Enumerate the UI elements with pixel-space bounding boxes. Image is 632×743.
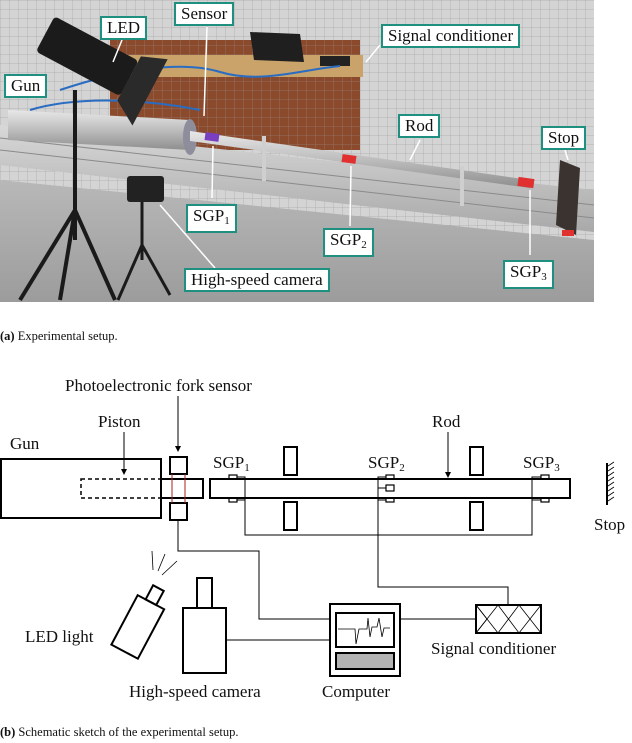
- led-lamp: [37, 17, 168, 126]
- wiring: [177, 476, 541, 641]
- sgp3-marker: [517, 176, 535, 189]
- callout-gun: Gun: [4, 74, 48, 98]
- label-sgp3: SGP3: [523, 453, 560, 474]
- caption-a-label: (a): [0, 329, 15, 343]
- rod: [190, 131, 530, 188]
- caption-b-text: Schematic sketch of the experimental set…: [15, 725, 239, 739]
- label-gun: Gun: [10, 434, 40, 453]
- computer-drive: [335, 652, 395, 670]
- label-computer: Computer: [322, 682, 390, 701]
- rail-track: [0, 125, 594, 232]
- callout-rod: Rod: [398, 114, 441, 138]
- camera-lens: [196, 577, 213, 609]
- caption-a-text: Experimental setup.: [14, 329, 118, 343]
- tripod: [18, 90, 117, 302]
- support-2-top: [469, 446, 484, 476]
- floor: [0, 180, 594, 302]
- label-piston: Piston: [98, 412, 141, 431]
- sgp1-sub: 1: [224, 215, 230, 227]
- piston-protrusion: [160, 478, 204, 499]
- rod-bar: [209, 478, 571, 499]
- label-sgp2: SGP2: [368, 453, 405, 474]
- support-1-bottom: [283, 501, 298, 531]
- callout-sgp2: SGP2: [323, 228, 374, 257]
- callout-led: LED: [100, 16, 148, 40]
- piston: [80, 478, 162, 499]
- led-light-icon: [110, 583, 166, 661]
- signal-conditioner-device: [320, 56, 350, 66]
- label-camera: High-speed camera: [129, 682, 261, 701]
- label-led-light: LED light: [25, 627, 94, 646]
- experimental-setup-photo: [0, 0, 594, 302]
- caption-b: (b) Schematic sketch of the experimental…: [0, 725, 238, 740]
- sgp3-sub: 3: [541, 271, 547, 283]
- callout-sensor: Sensor: [174, 2, 235, 26]
- callout-stop: Stop: [541, 126, 587, 150]
- high-speed-camera-device: [127, 176, 164, 202]
- sgp2-marker: [341, 154, 357, 164]
- label-fork-sensor: Photoelectronic fork sensor: [65, 376, 252, 395]
- sgp2-gauge-mid: [385, 484, 395, 492]
- sgp1-marker: [204, 132, 220, 142]
- callout-sgp1: SGP1: [186, 204, 237, 233]
- camera-tripod: [116, 200, 172, 301]
- sgp3-base: SGP: [510, 262, 542, 281]
- signal-waveform: [338, 617, 390, 645]
- support-1-top: [283, 446, 298, 476]
- support-2-bottom: [469, 501, 484, 531]
- computer-screen: [335, 612, 395, 648]
- laptop: [250, 32, 304, 62]
- label-stop: Stop: [594, 515, 625, 534]
- schematic-sketch: Photoelectronic fork sensor Gun Piston R…: [0, 376, 625, 701]
- gun-body: [0, 458, 162, 519]
- label-sgp1: SGP1: [213, 453, 250, 474]
- fork-sensor-bottom: [169, 502, 188, 521]
- camera-body: [182, 607, 227, 674]
- computer-case: [329, 603, 401, 677]
- gun-barrel: [8, 110, 190, 150]
- caption-a: (a) Experimental setup.: [0, 329, 118, 344]
- label-rod: Rod: [432, 412, 461, 431]
- sgp2-sub: 2: [361, 239, 367, 251]
- sgp2-base: SGP: [330, 230, 362, 249]
- caption-b-label: (b): [0, 725, 16, 739]
- fork-sensor-top: [169, 456, 188, 475]
- callout-high-speed-camera: High-speed camera: [184, 268, 330, 292]
- callout-sgp3: SGP3: [503, 260, 554, 289]
- stop-plate: [556, 160, 580, 235]
- sgp1-base: SGP: [193, 206, 225, 225]
- label-signal-conditioner: Signal conditioner: [431, 639, 556, 658]
- callout-signal-conditioner: Signal conditioner: [381, 24, 521, 48]
- signal-conditioner-icon: [475, 604, 542, 634]
